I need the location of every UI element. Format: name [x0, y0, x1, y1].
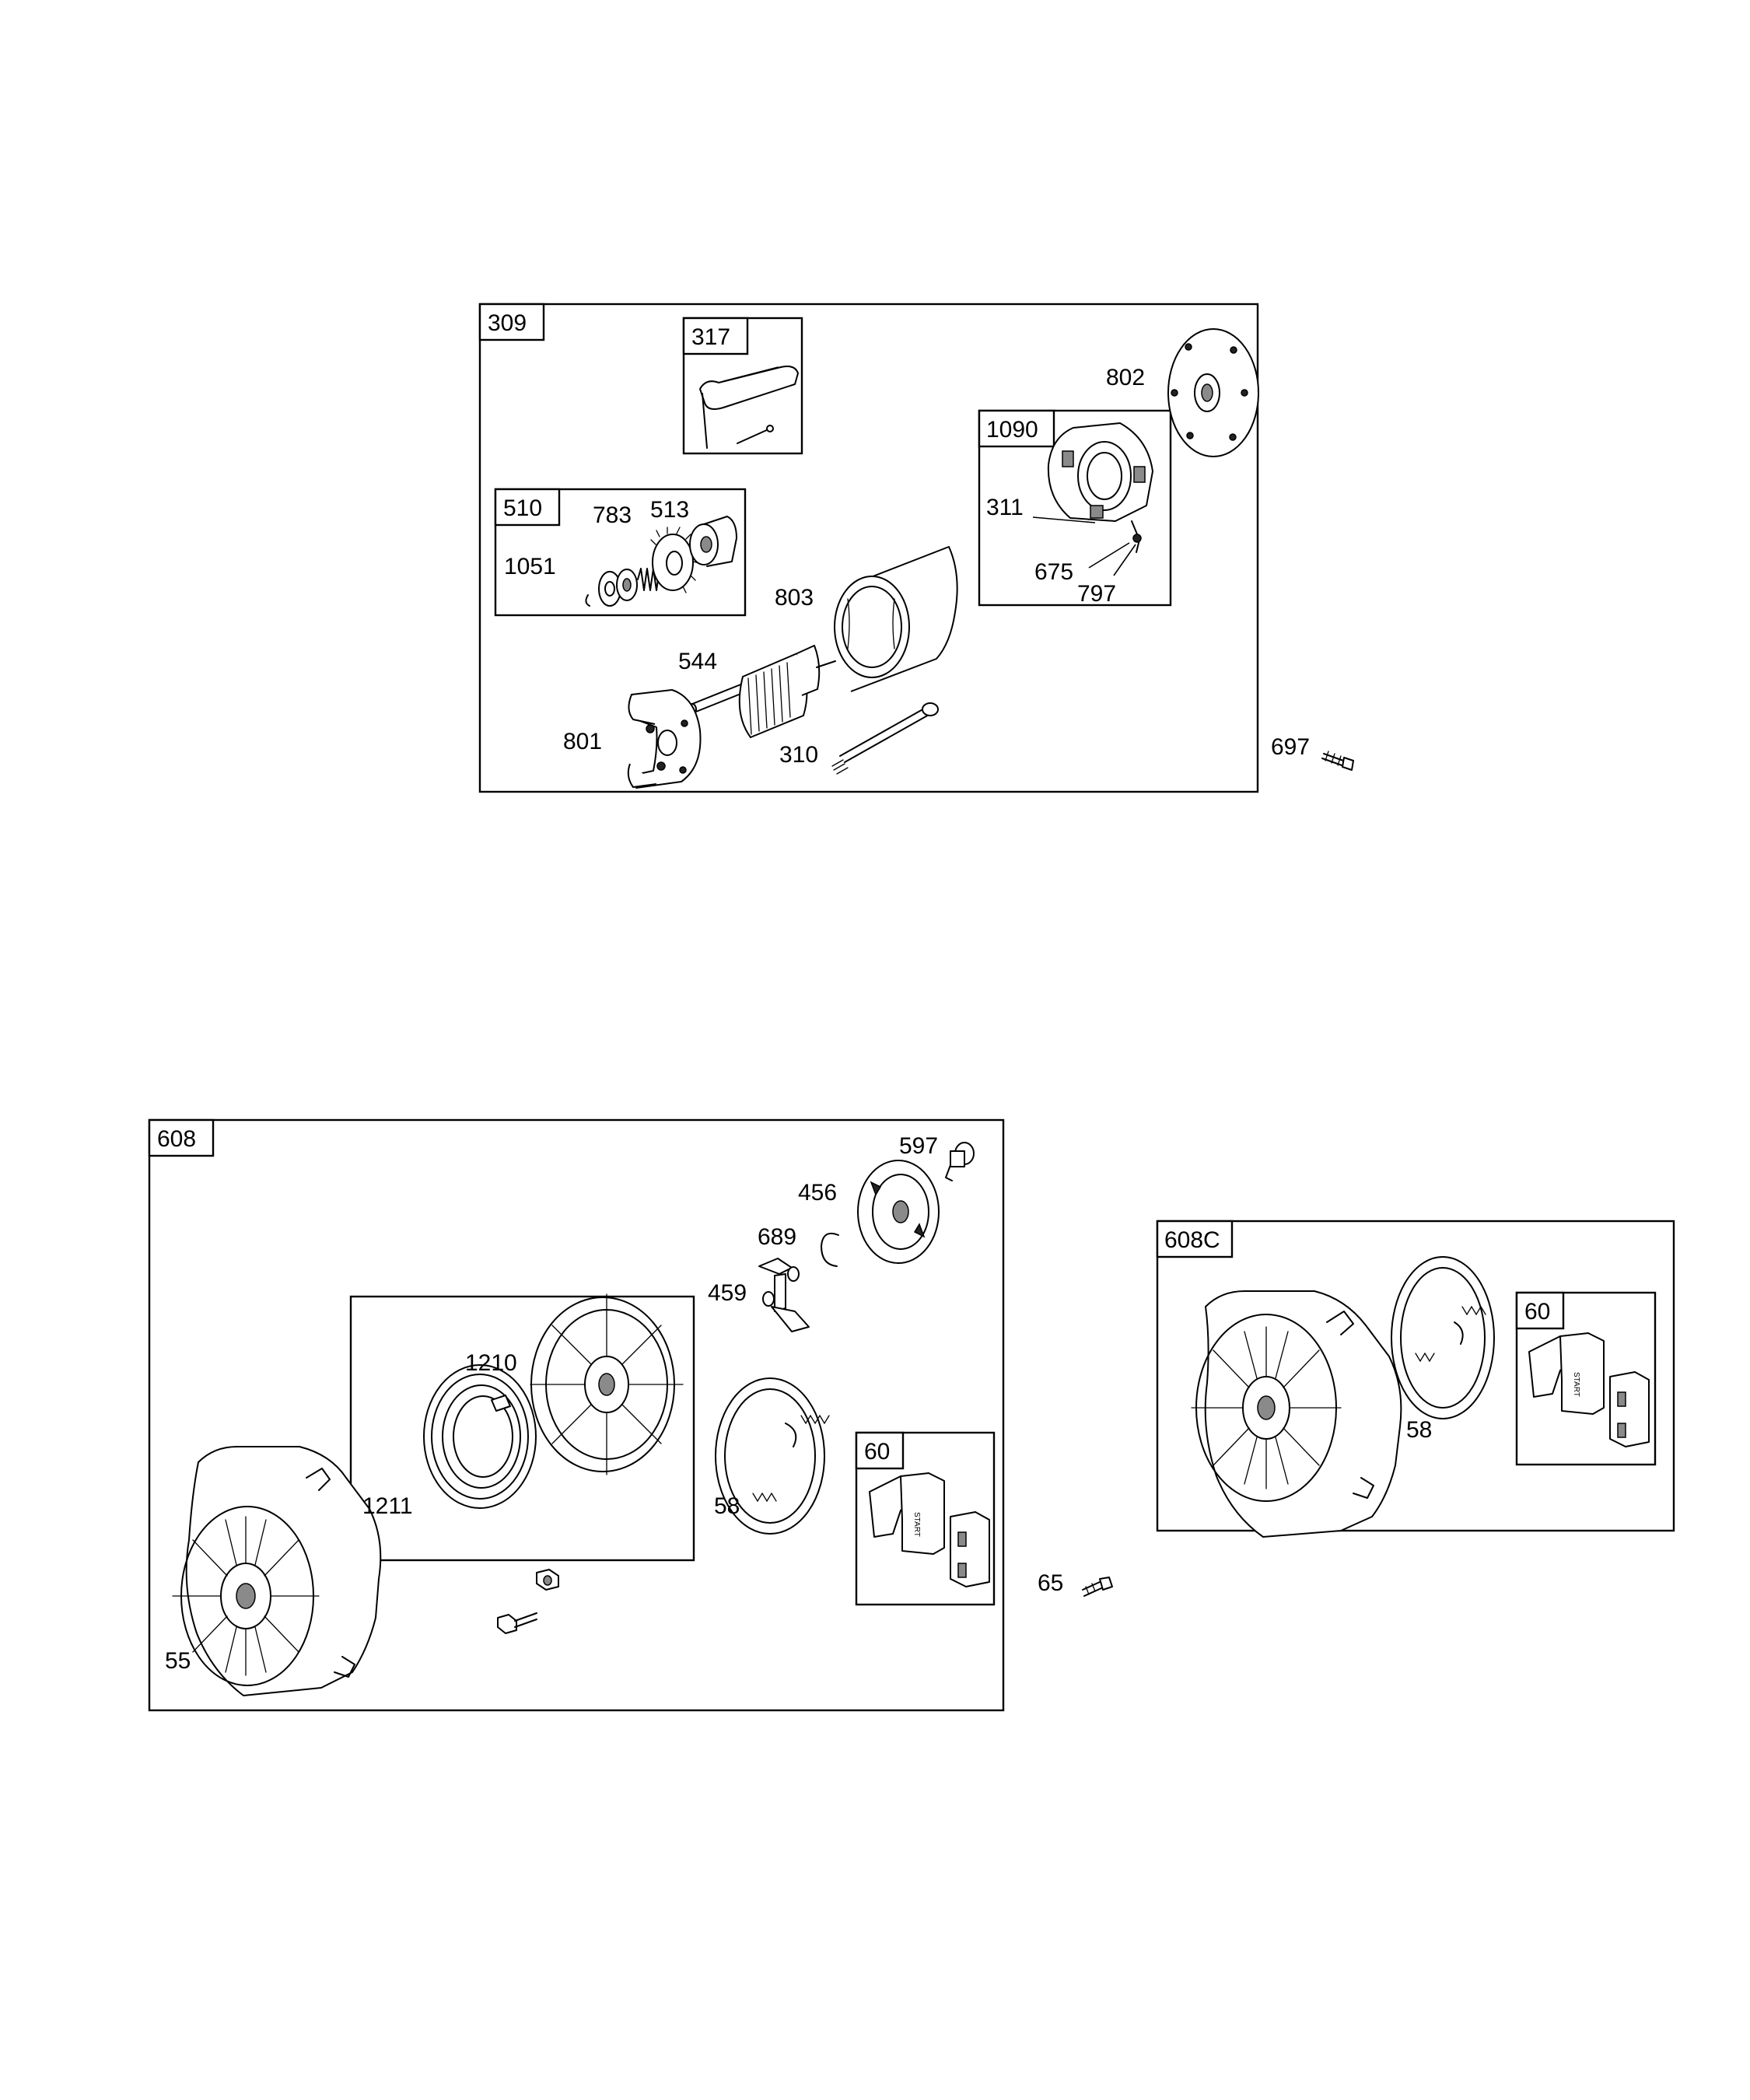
label-311[interactable]: 311 [986, 495, 1024, 520]
label-1051[interactable]: 1051 [504, 554, 556, 579]
group-608-tag [148, 1118, 215, 1157]
label-803[interactable]: 803 [775, 585, 814, 611]
motor-frame-803[interactable] [834, 546, 958, 692]
starter-handle-part[interactable]: START [869, 1472, 945, 1555]
label-513[interactable]: 513 [650, 497, 689, 523]
group-309-frame [478, 303, 1259, 793]
subgroup-1090-label[interactable]: 1090 [986, 417, 1038, 443]
label-801[interactable]: 801 [563, 729, 602, 754]
label-55[interactable]: 55 [165, 1648, 191, 1674]
label-597[interactable]: 597 [899, 1133, 938, 1159]
label-697[interactable]: 697 [1271, 734, 1310, 760]
group-608-frame [148, 1118, 1005, 1712]
label-310[interactable]: 310 [779, 742, 818, 768]
label-456[interactable]: 456 [798, 1180, 837, 1206]
spring-58-608c[interactable] [1391, 1256, 1495, 1419]
cup-part[interactable] [616, 569, 638, 601]
pulley-1210[interactable] [530, 1293, 684, 1475]
subgroup-510-tag [494, 488, 561, 527]
subgroup-60: 60 START [855, 1431, 996, 1606]
subgroup-510-frame [494, 488, 747, 617]
label-459[interactable]: 459 [708, 1280, 747, 1306]
hex-bolt-part[interactable] [497, 1612, 537, 1634]
subgroup-60-frame [855, 1431, 996, 1606]
group-608c-label[interactable]: 608C [1164, 1227, 1220, 1253]
group-309-starter-motor: 309 317 510 [478, 303, 1259, 793]
bolt-597[interactable] [945, 1142, 975, 1181]
subgroup-317-label[interactable]: 317 [691, 324, 730, 350]
group-608-rewind-starter: 608 60 [148, 1118, 1005, 1712]
hex-nut-part[interactable] [536, 1569, 559, 1591]
spring-part[interactable] [637, 568, 660, 591]
label-1210[interactable]: 1210 [465, 1350, 517, 1376]
handle-insert-608c[interactable] [1609, 1371, 1650, 1447]
subgroup-510-label[interactable]: 510 [503, 495, 542, 521]
label-58-608c[interactable]: 58 [1406, 1417, 1432, 1443]
label-675[interactable]: 675 [1034, 559, 1073, 585]
label-783[interactable]: 783 [593, 502, 632, 528]
starter-handle-608c[interactable]: START [1528, 1332, 1605, 1415]
armature-544[interactable] [688, 645, 836, 738]
subgroup-317: 317 [682, 317, 803, 455]
subgroup-608c-60-frame [1515, 1291, 1657, 1466]
brush-holder-part[interactable] [1047, 422, 1153, 522]
housing-55[interactable] [172, 1446, 382, 1696]
group-309-label[interactable]: 309 [488, 310, 527, 336]
terminal-boot-part[interactable] [699, 366, 799, 449]
group-608c-rewind-starter-complete: 608C 60 START [1156, 1220, 1675, 1538]
screw-65[interactable] [1082, 1577, 1113, 1597]
label-544[interactable]: 544 [678, 649, 717, 674]
label-802[interactable]: 802 [1106, 365, 1145, 390]
subgroup-1090-tag [978, 409, 1055, 448]
label-1211[interactable]: 1211 [362, 1493, 413, 1519]
spring-58[interactable] [715, 1377, 830, 1535]
group-608c-tag [1156, 1220, 1234, 1258]
subgroup-608c-60-label[interactable]: 60 [1524, 1299, 1550, 1325]
group-309-tag [478, 303, 545, 341]
label-58[interactable]: 58 [714, 1493, 740, 1519]
clip-ring-1051[interactable] [585, 594, 590, 607]
label-65[interactable]: 65 [1038, 1570, 1063, 1596]
through-bolt-310[interactable] [831, 702, 939, 775]
recoil-spring-1211[interactable] [423, 1364, 537, 1509]
subgroup-608c-60: 60 START [1515, 1291, 1657, 1466]
label-797[interactable]: 797 [1077, 581, 1116, 607]
subgroup-317-tag [682, 317, 749, 355]
subgroup-510: 510 [494, 488, 747, 617]
housing-608c[interactable] [1191, 1290, 1402, 1538]
subgroup-pulley-spring [349, 1293, 695, 1562]
retainer-ring-689[interactable] [821, 1232, 839, 1267]
subgroup-608c-60-tag [1515, 1291, 1565, 1330]
pin-part[interactable] [737, 425, 774, 444]
leader-lines-309 [1032, 516, 1136, 576]
subgroup-60-tag [855, 1431, 905, 1470]
pawl-459[interactable] [758, 1258, 810, 1332]
bracket-801[interactable] [627, 689, 702, 789]
drive-housing-513[interactable] [689, 516, 737, 567]
subgroup-pulley-frame [349, 1295, 695, 1562]
handle-start-text: START [912, 1512, 921, 1537]
subgroup-1090-frame [978, 409, 1172, 607]
handle-608c-start-text: START [1572, 1372, 1580, 1397]
screw-697[interactable] [1321, 751, 1354, 771]
group-608-label[interactable]: 608 [157, 1126, 196, 1152]
group-608c-frame [1156, 1220, 1675, 1532]
end-cap-802[interactable] [1167, 328, 1259, 457]
label-689[interactable]: 689 [758, 1224, 796, 1250]
cam-456[interactable] [857, 1160, 940, 1264]
subgroup-1090: 1090 [978, 409, 1172, 607]
handle-insert-part[interactable] [950, 1511, 990, 1587]
terminal-part[interactable] [1131, 520, 1142, 553]
subgroup-60-label[interactable]: 60 [864, 1439, 890, 1465]
